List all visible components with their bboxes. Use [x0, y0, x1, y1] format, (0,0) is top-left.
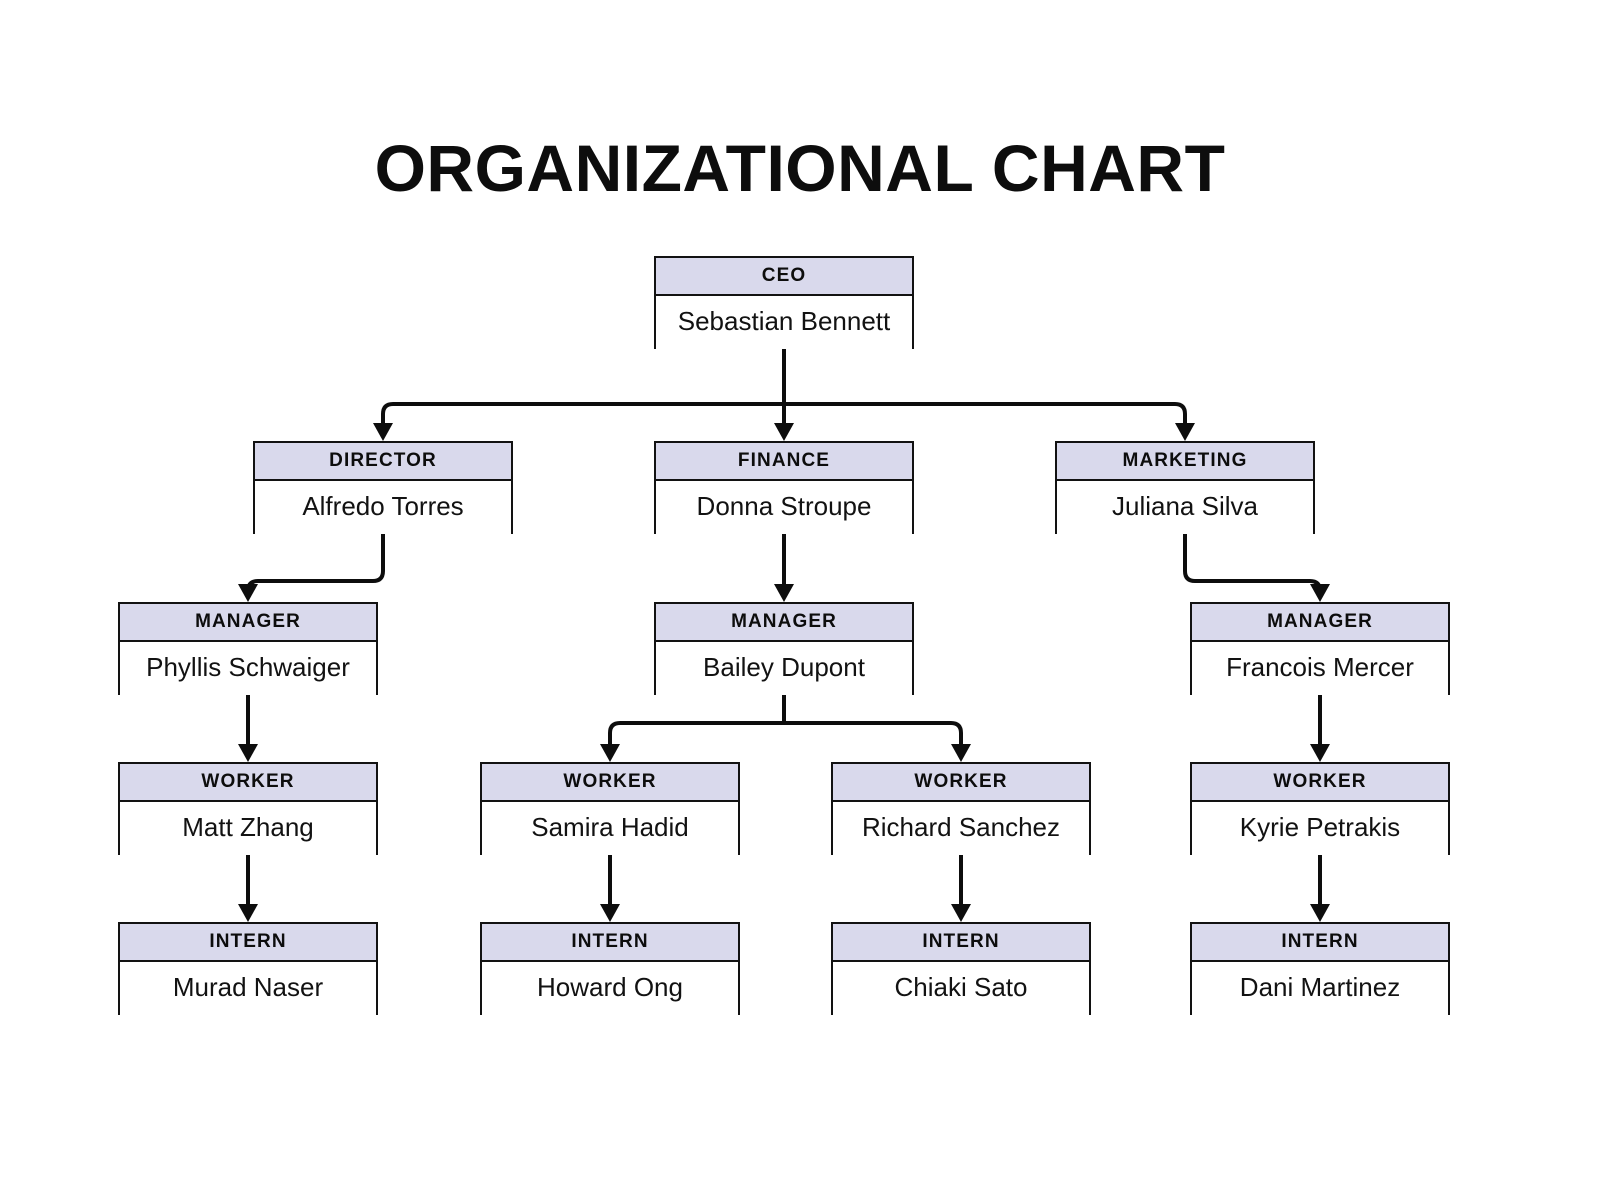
org-node-role: MARKETING: [1057, 443, 1313, 481]
org-node-name: Chiaki Sato: [833, 962, 1089, 1015]
org-node-ceo[interactable]: CEO Sebastian Bennett: [654, 256, 914, 349]
arrowhead-manager-left: [238, 584, 258, 602]
org-node-role: WORKER: [1192, 764, 1448, 802]
edge-director-to-manager-left: [246, 534, 385, 593]
org-node-worker-left[interactable]: WORKER Matt Zhang: [118, 762, 378, 855]
org-node-intern-right[interactable]: INTERN Dani Martinez: [1190, 922, 1450, 1015]
org-node-role: MANAGER: [1192, 604, 1448, 642]
org-node-role: FINANCE: [656, 443, 912, 481]
org-node-role: INTERN: [120, 924, 376, 962]
arrowhead-worker-right: [1310, 744, 1330, 762]
org-node-role: WORKER: [482, 764, 738, 802]
arrowhead-director: [373, 423, 393, 441]
org-node-director[interactable]: DIRECTOR Alfredo Torres: [253, 441, 513, 534]
org-node-intern-left[interactable]: INTERN Murad Naser: [118, 922, 378, 1015]
org-node-name: Phyllis Schwaiger: [120, 642, 376, 695]
org-node-role: MANAGER: [656, 604, 912, 642]
org-node-manager-left[interactable]: MANAGER Phyllis Schwaiger: [118, 602, 378, 695]
arrowhead-intern-left: [238, 904, 258, 922]
org-node-role: WORKER: [833, 764, 1089, 802]
org-node-name: Donna Stroupe: [656, 481, 912, 534]
org-node-name: Juliana Silva: [1057, 481, 1313, 534]
arrowhead-worker-left: [238, 744, 258, 762]
arrowhead-worker-mid1: [600, 744, 620, 762]
org-node-manager-right[interactable]: MANAGER Francois Mercer: [1190, 602, 1450, 695]
arrowhead-manager-mid: [774, 584, 794, 602]
arrowhead-finance: [774, 423, 794, 441]
org-node-marketing[interactable]: MARKETING Juliana Silva: [1055, 441, 1315, 534]
org-node-worker-mid2[interactable]: WORKER Richard Sanchez: [831, 762, 1091, 855]
org-node-name: Samira Hadid: [482, 802, 738, 855]
edge-manager-mid-to-worker1: [608, 721, 784, 746]
org-node-worker-mid1[interactable]: WORKER Samira Hadid: [480, 762, 740, 855]
org-node-role: INTERN: [833, 924, 1089, 962]
org-node-worker-right[interactable]: WORKER Kyrie Petrakis: [1190, 762, 1450, 855]
org-node-name: Kyrie Petrakis: [1192, 802, 1448, 855]
org-node-manager-mid[interactable]: MANAGER Bailey Dupont: [654, 602, 914, 695]
org-node-name: Murad Naser: [120, 962, 376, 1015]
org-node-intern-mid2[interactable]: INTERN Chiaki Sato: [831, 922, 1091, 1015]
edge-ceo-to-director: [381, 402, 784, 425]
org-node-name: Matt Zhang: [120, 802, 376, 855]
org-node-intern-mid1[interactable]: INTERN Howard Ong: [480, 922, 740, 1015]
org-node-name: Francois Mercer: [1192, 642, 1448, 695]
edge-manager-mid-to-worker2: [784, 721, 963, 746]
org-node-name: Sebastian Bennett: [656, 296, 912, 349]
org-node-role: CEO: [656, 258, 912, 296]
org-node-role: INTERN: [1192, 924, 1448, 962]
arrowhead-intern-mid2: [951, 904, 971, 922]
edge-marketing-to-manager-right: [1183, 534, 1322, 593]
org-node-role: MANAGER: [120, 604, 376, 642]
org-node-role: DIRECTOR: [255, 443, 511, 481]
arrowhead-intern-mid1: [600, 904, 620, 922]
org-node-name: Richard Sanchez: [833, 802, 1089, 855]
org-node-name: Alfredo Torres: [255, 481, 511, 534]
arrowhead-worker-mid2: [951, 744, 971, 762]
arrowhead-intern-right: [1310, 904, 1330, 922]
org-node-name: Howard Ong: [482, 962, 738, 1015]
edge-ceo-to-marketing: [784, 402, 1187, 425]
org-node-finance[interactable]: FINANCE Donna Stroupe: [654, 441, 914, 534]
arrowhead-manager-right: [1310, 584, 1330, 602]
page-title: ORGANIZATIONAL CHART: [374, 131, 1226, 205]
org-node-role: INTERN: [482, 924, 738, 962]
org-node-role: WORKER: [120, 764, 376, 802]
org-node-name: Bailey Dupont: [656, 642, 912, 695]
arrowhead-marketing: [1175, 423, 1195, 441]
org-node-name: Dani Martinez: [1192, 962, 1448, 1015]
